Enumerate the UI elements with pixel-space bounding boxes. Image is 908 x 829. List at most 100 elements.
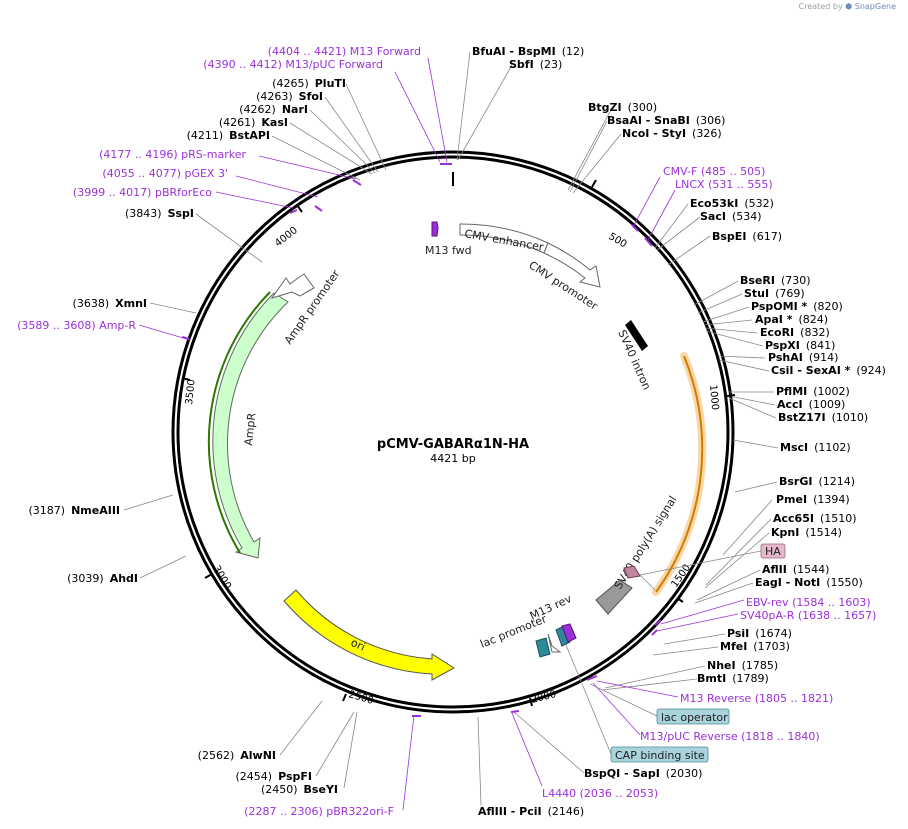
tick-500: 500 bbox=[606, 231, 628, 250]
snapgene-logo-icon: ⬢ bbox=[845, 2, 853, 11]
cmv-promoter-arrow bbox=[543, 242, 601, 288]
site-label: SbfI(23) bbox=[509, 58, 562, 71]
site-label: PshAI(914) bbox=[768, 351, 838, 364]
ampr-promoter-label: AmpR promoter bbox=[282, 267, 343, 346]
lac-operator-box: lac operator bbox=[589, 683, 730, 725]
sv40-intron-block bbox=[625, 320, 648, 351]
site-label: BstZ17I(1010) bbox=[778, 411, 868, 424]
ori-arrow bbox=[283, 589, 455, 681]
bp-ticks bbox=[181, 179, 736, 707]
site-label: (2562)AlwNI bbox=[198, 749, 276, 762]
site-label: BspQI - SapI(2030) bbox=[584, 767, 702, 780]
ampr-label: AmpR bbox=[242, 412, 258, 446]
ampr-promoter-arrow bbox=[270, 273, 315, 299]
site-labels-left: (4265)PluTI (4263)SfoI (4262)NarI (4261)… bbox=[29, 77, 347, 796]
site-label: PspXI(841) bbox=[765, 339, 835, 352]
site-label: (4211)BstAPI bbox=[187, 129, 270, 142]
backbone-outer bbox=[171, 150, 735, 714]
tick-1000: 1000 bbox=[707, 384, 720, 410]
primer-label: (4177 .. 4196) pRS-marker bbox=[99, 148, 246, 161]
primer-label: SV40pA-R (1638 .. 1657) bbox=[740, 609, 876, 622]
primer-label: EBV-rev (1584 .. 1603) bbox=[746, 596, 871, 609]
site-label: MfeI(1703) bbox=[720, 640, 790, 653]
tick-4000: 4000 bbox=[273, 225, 300, 249]
ha-tag-arrow bbox=[623, 565, 641, 579]
site-label: (4261)KasI bbox=[219, 116, 288, 129]
primer-labels: (4404 .. 4421) M13 Forward (4390 .. 4412… bbox=[17, 45, 876, 818]
lac-promoter-arrow bbox=[547, 633, 562, 653]
site-label: StuI(769) bbox=[744, 287, 805, 300]
site-labels-right: BfuAI - BspMI(12) SbfI(23) BtgZI(300) Bs… bbox=[472, 45, 886, 818]
m13-fwd-arrow bbox=[431, 221, 439, 237]
site-label: AflIII - PciI(2146) bbox=[478, 805, 584, 818]
primer-label: (4404 .. 4421) M13 Forward bbox=[268, 45, 421, 58]
ha-label: HA bbox=[765, 545, 781, 558]
site-label: Acc65I(1510) bbox=[773, 512, 857, 525]
site-label: KpnI(1514) bbox=[771, 526, 842, 539]
site-label: PspOMI *(820) bbox=[751, 300, 843, 313]
site-label: BtgZI(300) bbox=[588, 101, 657, 114]
credit-prefix: Created by bbox=[798, 2, 843, 11]
site-label: BsaAI - SnaBI(306) bbox=[607, 114, 725, 127]
site-label: CsiI - SexAI *(924) bbox=[771, 364, 886, 377]
primer-label: (3999 .. 4017) pBRforEco bbox=[73, 186, 212, 199]
site-label: PflMI(1002) bbox=[776, 385, 850, 398]
tick-2500: 2500 bbox=[347, 689, 374, 707]
site-label: SacI(534) bbox=[700, 210, 762, 223]
primer-leaders bbox=[138, 57, 745, 811]
snapgene-credit: Created by ⬢ SnapGene bbox=[799, 2, 896, 11]
site-label: BspEI(617) bbox=[712, 230, 782, 243]
site-label: EcoRI(832) bbox=[760, 326, 830, 339]
backbone-inner bbox=[176, 155, 730, 709]
site-label: EagI - NotI(1550) bbox=[755, 576, 863, 589]
site-label: (3187)NmeAIII bbox=[29, 504, 121, 517]
site-label: PmeI(1394) bbox=[776, 493, 850, 506]
credit-brand: SnapGene bbox=[854, 2, 896, 11]
site-label: BseRI(730) bbox=[740, 274, 811, 287]
primer-label: (4390 .. 4412) M13/pUC Forward bbox=[203, 58, 383, 71]
cap-site-label: CAP binding site bbox=[615, 749, 705, 762]
site-label: BfuAI - BspMI(12) bbox=[472, 45, 584, 58]
site-label: ApaI *(824) bbox=[755, 313, 828, 326]
primer-label: (2287 .. 2306) pBR322ori-F bbox=[244, 805, 394, 818]
tick-2000: 2000 bbox=[530, 689, 557, 706]
primer-label: CMV-F (485 .. 505) bbox=[663, 165, 765, 178]
m13-fwd-label: M13 fwd bbox=[425, 244, 472, 257]
site-label: NheI(1785) bbox=[707, 659, 778, 672]
ampr-arrow bbox=[212, 292, 289, 559]
site-label: BmtI(1789) bbox=[697, 672, 769, 685]
site-label: BsrGI(1214) bbox=[779, 475, 855, 488]
site-label: (4262)NarI bbox=[239, 103, 308, 116]
site-label: Eco53kI(532) bbox=[690, 197, 774, 210]
primer-label: LNCX (531 .. 555) bbox=[675, 178, 773, 191]
tick-3500: 3500 bbox=[184, 379, 198, 405]
cap-site-block bbox=[555, 625, 571, 647]
plasmid-length: 4421 bp bbox=[430, 452, 475, 465]
site-label: (2454)PspFI bbox=[236, 770, 312, 783]
primer-label: (3589 .. 3608) Amp-R bbox=[17, 319, 136, 332]
site-label: AccI(1009) bbox=[777, 398, 845, 411]
site-leaders-right bbox=[456, 51, 779, 806]
site-leaders-left bbox=[123, 83, 387, 789]
plasmid-name: pCMV-GABARα1N-HA bbox=[377, 437, 529, 452]
ha-box: HA bbox=[639, 543, 786, 576]
cap-site-box: CAP binding site bbox=[565, 644, 709, 763]
site-label: (3638)XmnI bbox=[73, 297, 147, 310]
primer-ticks bbox=[181, 163, 662, 717]
site-label: AflII(1544) bbox=[762, 563, 829, 576]
primer-label: M13/pUC Reverse (1818 .. 1840) bbox=[640, 730, 820, 743]
site-label: PsiI(1674) bbox=[727, 627, 792, 640]
site-label: (4265)PluTI bbox=[272, 77, 346, 90]
site-label: (3039)AhdI bbox=[67, 572, 138, 585]
m13-rev-arrow bbox=[561, 623, 577, 643]
lac-operator-block bbox=[535, 637, 551, 658]
site-label: (4263)SfoI bbox=[256, 90, 323, 103]
site-label: NcoI - StyI(326) bbox=[622, 127, 722, 140]
primer-label: (4055 .. 4077) pGEX 3' bbox=[102, 167, 228, 180]
m13-rev-label: M13 rev bbox=[528, 592, 574, 623]
ori-label: ori bbox=[349, 636, 367, 654]
primer-label: L4440 (2036 .. 2053) bbox=[542, 787, 658, 800]
site-label: MscI(1102) bbox=[780, 441, 851, 454]
lac-operator-label: lac operator bbox=[661, 711, 728, 724]
